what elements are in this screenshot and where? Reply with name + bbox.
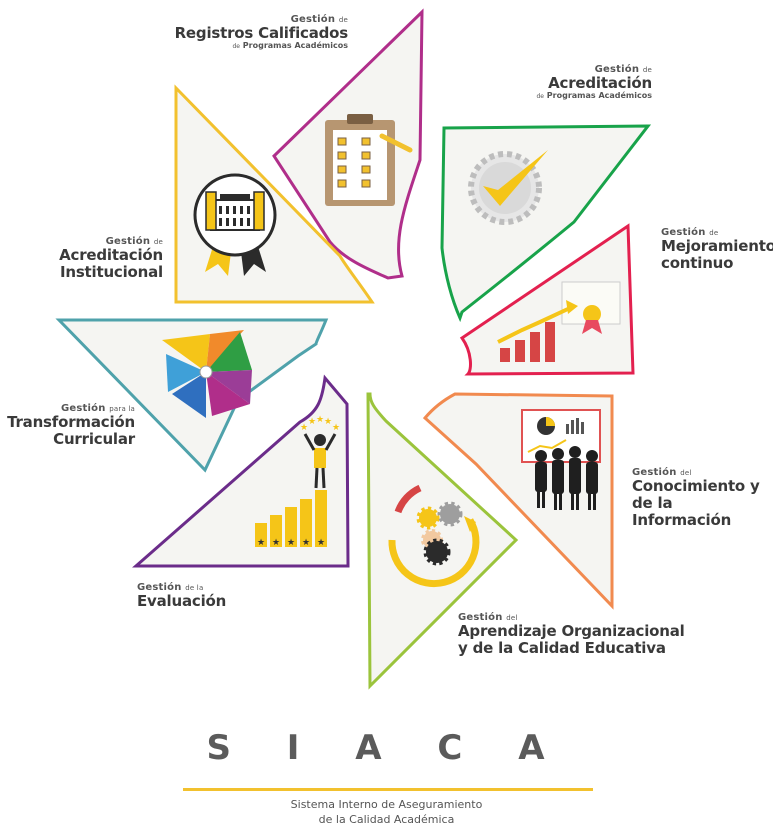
siaca-divider	[183, 788, 593, 791]
label-title-line2: Institucional	[59, 262, 163, 281]
label-prefix-small: de la	[185, 584, 204, 592]
svg-text:★: ★	[287, 538, 295, 548]
label-conocimiento: Gestión del Conocimiento y de la Informa…	[632, 467, 773, 529]
label-title-line2: continuo	[661, 253, 734, 272]
svg-text:★: ★	[317, 538, 325, 548]
label-transformacion: Gestión para la Transformación Curricula…	[7, 403, 135, 448]
label-prefix: Gestión	[632, 467, 677, 478]
segment-conocimiento	[422, 392, 614, 610]
label-title: Conocimiento y	[632, 477, 760, 496]
segment-evaluacion: ★★★★★ ★★★★★	[132, 374, 350, 568]
label-evaluacion: Gestión de la Evaluación	[137, 582, 226, 610]
label-title-line2: Curricular	[53, 429, 135, 448]
label-prefix: Gestión	[61, 403, 106, 414]
label-prefix: Gestión	[661, 227, 706, 238]
building-ribbon-icon	[193, 173, 277, 276]
segment-aprendizaje	[366, 392, 519, 690]
svg-text:★: ★	[300, 423, 308, 433]
label-title: Acreditación	[59, 246, 163, 265]
label-prefix-small: de	[709, 229, 719, 237]
segment-institucional	[174, 84, 375, 304]
label-prefix-small: de	[338, 16, 348, 24]
gears-cycle-icon	[388, 484, 480, 588]
svg-text:★: ★	[302, 538, 310, 548]
label-registros: Gestión de Registros Calificados de Prog…	[174, 14, 349, 51]
label-prefix: Gestión	[594, 64, 640, 75]
label-title-line2: de la Información	[632, 493, 732, 529]
label-prefix-small: del	[680, 469, 692, 477]
label-sub-small: de	[232, 42, 240, 50]
label-mejoramiento: Gestión de Mejoramiento continuo	[661, 227, 773, 272]
svg-text:★: ★	[316, 415, 324, 425]
growth-chart-certificate-icon	[497, 281, 621, 362]
label-sub: Programas Académicos	[242, 40, 348, 50]
segment-acreditacion-programas	[440, 124, 652, 323]
label-prefix: Gestión	[105, 236, 151, 247]
label-sub-small: de	[536, 92, 544, 100]
svg-text:★: ★	[332, 423, 340, 433]
clipboard-checklist-icon	[325, 114, 413, 206]
svg-text:★: ★	[272, 538, 280, 548]
label-title: Mejoramiento	[661, 237, 773, 256]
checkmark-seal-icon	[468, 150, 548, 225]
svg-text:★: ★	[324, 417, 332, 427]
presentation-people-icon	[521, 409, 601, 510]
siaca-subtitle-line2: de la Calidad Académica	[318, 813, 455, 826]
label-title: Acreditación	[548, 74, 652, 93]
siaca-subtitle-line1: Sistema Interno de Aseguramiento	[290, 798, 483, 811]
segment-transformacion	[55, 318, 329, 473]
siaca-subtitle: Sistema Interno de Aseguramiento de la C…	[0, 797, 773, 827]
label-prefix: Gestión	[137, 582, 182, 593]
svg-text:★: ★	[257, 538, 265, 548]
label-prefix: Gestión	[290, 14, 336, 25]
label-prefix: Gestión	[458, 612, 503, 623]
siaca-logo-title: S I A C A	[206, 728, 567, 768]
label-title: Evaluación	[137, 592, 227, 611]
label-aprendizaje: Gestión del Aprendizaje Organizacional y…	[458, 612, 685, 657]
label-sub: Programas Académicos	[546, 90, 652, 100]
label-prefix-small: para la	[109, 405, 135, 413]
label-title: Transformación	[7, 413, 135, 432]
label-title: Registros Calificados	[174, 24, 349, 43]
label-title-line2: y de la Calidad Educativa	[458, 638, 666, 657]
segment-registros	[272, 8, 424, 280]
pinwheel-icon	[162, 330, 252, 418]
rating-bars-icon: ★★★★★ ★★★★★	[255, 415, 340, 548]
svg-text:★: ★	[308, 417, 316, 427]
segment-mejoramiento	[459, 223, 635, 376]
label-prefix-small: de	[153, 238, 163, 246]
label-prefix-small: de	[642, 66, 652, 74]
label-institucional: Gestión de Acreditación Institucional	[59, 236, 163, 281]
label-acreditacion-programas: Gestión de Acreditación de Programas Aca…	[536, 64, 652, 101]
label-title: Aprendizaje Organizacional	[458, 622, 685, 641]
label-prefix-small: del	[506, 614, 518, 622]
